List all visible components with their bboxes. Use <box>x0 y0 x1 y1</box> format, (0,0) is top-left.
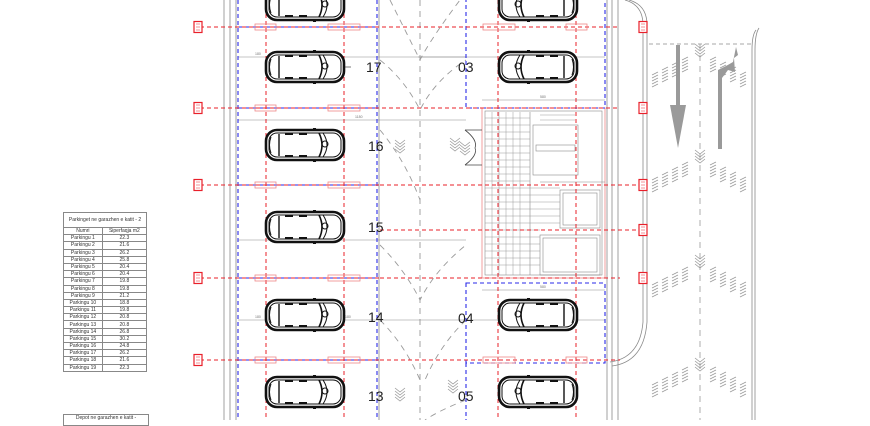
row-name: Parkingu 4 <box>63 255 103 264</box>
row-area: 20.4 <box>101 270 148 279</box>
storage-table-title: Depot ne garazhen e katit - <box>63 414 149 426</box>
road <box>649 27 760 420</box>
svg-text:1180: 1180 <box>355 115 363 119</box>
row-name: Parkingu 11 <box>63 306 103 315</box>
row-name: Parkingu 7 <box>63 277 103 286</box>
row-name: Parkingu 5 <box>63 262 103 272</box>
row-name: Parkingu 15 <box>63 334 103 344</box>
row-area: 18.8 <box>101 298 148 308</box>
road-arrows <box>670 45 738 149</box>
stall-numbers: 17 16 15 14 13 03 04 05 <box>345 59 474 404</box>
row-area: 20.8 <box>101 320 148 329</box>
row-area: 22.3 <box>101 234 148 243</box>
row-name: Parkingu 14 <box>63 327 103 336</box>
row-name: Parkingu 8 <box>63 284 103 293</box>
svg-text:180: 180 <box>255 315 261 319</box>
stair-treads <box>485 112 575 275</box>
row-area: 24.8 <box>101 341 148 351</box>
parking-area-table: Parkinget ne garazhen e katit - 2 Numri … <box>63 212 148 372</box>
column-header-number: Numri <box>63 226 103 236</box>
stall-16: 16 <box>368 138 384 154</box>
blue-grid <box>237 0 606 420</box>
table-title: Parkinget ne garazhen e katit - 2 <box>63 212 147 228</box>
aisle-markings <box>379 0 467 420</box>
door-chevrons <box>459 141 471 156</box>
dimension-lines <box>238 56 605 321</box>
row-area: 19.8 <box>101 284 148 293</box>
row-area: 20.4 <box>101 262 148 272</box>
row-area: 21.6 <box>101 241 148 250</box>
aisle-chevrons <box>394 137 461 402</box>
cars-left <box>264 0 346 411</box>
row-area: 26.8 <box>101 327 148 336</box>
stall-14: 14 <box>368 309 384 325</box>
row-area: 21.6 <box>101 356 148 365</box>
road-hatching <box>651 43 747 398</box>
stair-core <box>481 107 606 279</box>
row-area: 19.8 <box>101 277 148 286</box>
row-name: Parkingu 2 <box>63 241 103 250</box>
row-name: Parkingu 6 <box>63 270 103 279</box>
stall-05: 05 <box>458 388 474 404</box>
cars-right <box>497 0 579 411</box>
left-walls <box>223 0 380 420</box>
svg-text:580: 580 <box>540 285 546 289</box>
grid-axis-tags <box>193 20 648 367</box>
stall-03: 03 <box>458 59 474 75</box>
stall-04: 04 <box>458 310 474 326</box>
core-door <box>464 129 482 166</box>
stall-13: 13 <box>368 388 384 404</box>
row-name: Parkingu 16 <box>63 341 103 351</box>
svg-text:180: 180 <box>255 52 261 56</box>
stall-17: 17 <box>366 59 382 75</box>
row-name: Parkingu 12 <box>63 313 103 322</box>
row-name: Parkingu 18 <box>63 356 103 365</box>
row-name: Parkingu 3 <box>63 248 103 257</box>
row-area: 22.3 <box>101 363 148 372</box>
svg-text:580: 580 <box>540 95 546 99</box>
row-area: 26.2 <box>101 248 148 257</box>
row-name: Parkingu 19 <box>63 363 103 372</box>
row-area: 19.8 <box>101 306 148 315</box>
row-area: 26.2 <box>101 349 148 358</box>
column-markers <box>254 23 588 364</box>
row-name: Parkingu 10 <box>63 298 103 308</box>
stall-15: 15 <box>368 219 384 235</box>
row-name: Parkingu 1 <box>63 234 103 243</box>
row-name: Parkingu 13 <box>63 320 103 329</box>
row-area: 21.2 <box>101 291 148 300</box>
svg-text:180: 180 <box>345 315 351 319</box>
row-name: Parkingu 17 <box>63 349 103 358</box>
column-header-area: Siperfaqja m2 <box>101 226 148 236</box>
row-area: 30.2 <box>101 334 148 344</box>
row-name: Parkingu 9 <box>63 291 103 300</box>
row-area: 20.8 <box>101 313 148 322</box>
right-walls <box>606 0 648 420</box>
row-area: 25.8 <box>101 255 148 264</box>
